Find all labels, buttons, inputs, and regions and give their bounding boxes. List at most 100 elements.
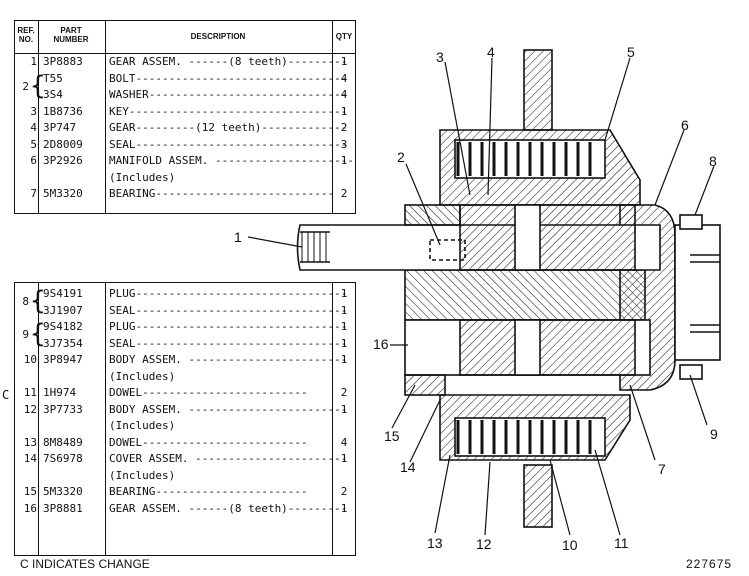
description-cell: SEAL--------------------------------	[109, 137, 348, 151]
part-number-cell: 9S4182	[43, 320, 83, 333]
brace-ref: 8{	[15, 286, 355, 316]
callout-2: 2	[397, 149, 405, 165]
table-row: 9S4182 PLUG------------------------------…	[15, 319, 355, 335]
callout-labels: 1 2 3 4 5 6 8 9 7 10 11 12 13 14 15 16	[234, 44, 718, 553]
callout-6: 6	[681, 117, 689, 133]
part-number-cell: 3P8881	[43, 501, 83, 515]
ref-cell: 5	[30, 137, 37, 151]
drawing-number: 227675	[686, 557, 733, 571]
brace-ref: 2{	[15, 71, 355, 101]
table-row: 10 3P8947 BODY ASSEM. --------------------…	[15, 352, 355, 368]
table-row: (Includes)	[15, 418, 355, 434]
qty-cell: 1	[340, 353, 348, 366]
qty-cell: 1	[340, 402, 348, 416]
ref-cell: 6	[30, 154, 37, 167]
description-cell: SEAL--------------------------------	[109, 336, 348, 350]
qty-cell: 1	[340, 452, 348, 465]
part-number-cell: 1H974	[43, 386, 77, 399]
qty-cell: 1	[340, 320, 348, 333]
part-number-cell: 8M8489	[43, 435, 83, 449]
qty-cell: 4	[340, 435, 348, 449]
description-cell: KEY---------------------------------	[109, 104, 348, 118]
ref-cell: 15	[23, 485, 37, 498]
change-mark: C	[2, 388, 10, 402]
part-number-cell: 3J1907	[43, 303, 83, 317]
callout-8: 8	[709, 153, 717, 169]
description-cell: BEARING---------------------------	[109, 187, 335, 200]
description-cell: BODY ASSEM. ------------------------	[109, 353, 348, 366]
part-number-cell: T55	[43, 71, 63, 85]
qty-cell: 2	[340, 121, 348, 134]
qty-cell: 1	[340, 154, 348, 167]
part-number-cell: 3P7733	[43, 402, 83, 416]
table-row: (Includes)	[15, 369, 355, 385]
callout-11: 11	[614, 535, 629, 551]
ref-cell: 4	[30, 121, 37, 134]
description-cell: (Includes)	[109, 369, 176, 383]
ref-cell: 7	[30, 187, 37, 200]
part-number-cell: 2D8009	[43, 137, 83, 151]
qty-cell: 4	[340, 88, 348, 101]
qty-cell: 1	[340, 287, 348, 300]
ref-cell: 10	[23, 353, 37, 366]
header-ref: REF.NO.	[17, 26, 35, 44]
qty-cell: 1	[340, 303, 348, 317]
callout-leaders	[247, 57, 715, 536]
callout-7: 7	[658, 461, 666, 477]
part-number-cell: 3J7354	[43, 336, 83, 350]
part-number-cell: 5M3320	[43, 187, 83, 200]
header-qty: QTY	[335, 32, 353, 41]
callout-12: 12	[476, 536, 492, 552]
part-number-cell: 3P2926	[43, 154, 83, 167]
callout-4: 4	[487, 44, 495, 60]
part-number-cell: 1B8736	[43, 104, 83, 118]
table-row: 6 3P2926 MANIFOLD ASSEM. -----------------…	[15, 153, 355, 169]
description-cell: (Includes)	[109, 170, 176, 184]
table-row: 7 5M3320 BEARING-------------------------…	[15, 186, 355, 202]
header-description: DESCRIPTION	[190, 32, 246, 41]
pump-housing	[296, 49, 721, 528]
description-cell: MANIFOLD ASSEM. ---------------------	[109, 154, 355, 167]
qty-cell: 2	[340, 485, 348, 498]
callout-15: 15	[384, 428, 400, 444]
qty-cell: 1	[340, 336, 348, 350]
ref-cell: 12	[23, 402, 37, 416]
qty-cell: 4	[340, 71, 348, 85]
part-number-cell: 3P8883	[43, 55, 83, 68]
description-cell: BOLT--------------------------------	[109, 71, 348, 85]
description-cell: COVER ASSEM. -----------------------	[109, 452, 348, 465]
table-row: 5 2D8009 SEAL-----------------------------…	[15, 137, 355, 153]
qty-cell: 3	[340, 137, 348, 151]
callout-16: 16	[373, 336, 389, 352]
description-cell: SEAL--------------------------------	[109, 303, 348, 317]
ref-cell: 13	[23, 435, 37, 449]
description-cell: PLUG--------------------------------	[109, 320, 348, 333]
table-row: 3J1907 SEAL------------------------------…	[15, 303, 355, 319]
qty-cell: 1	[340, 55, 348, 68]
description-cell: (Includes)	[109, 419, 176, 432]
callout-10: 10	[562, 537, 578, 553]
callout-13: 13	[427, 535, 443, 551]
qty-cell: 1	[340, 104, 348, 118]
callout-5: 5	[627, 44, 635, 60]
description-cell: DOWEL-------------------------	[109, 386, 308, 399]
ref-cell: 1	[30, 55, 37, 68]
table-row: (Includes)	[15, 170, 355, 186]
qty-cell: 2	[340, 187, 348, 200]
brace-glyph: {	[30, 319, 46, 349]
part-number-cell: 3P8947	[43, 353, 83, 366]
table-row: (Includes)	[15, 468, 355, 484]
ref-cell: 16	[23, 501, 37, 515]
description-cell: PLUG--------------------------------	[109, 287, 348, 300]
description-cell: WASHER------------------------------	[109, 88, 348, 101]
part-number-cell: 3S4	[43, 88, 63, 101]
